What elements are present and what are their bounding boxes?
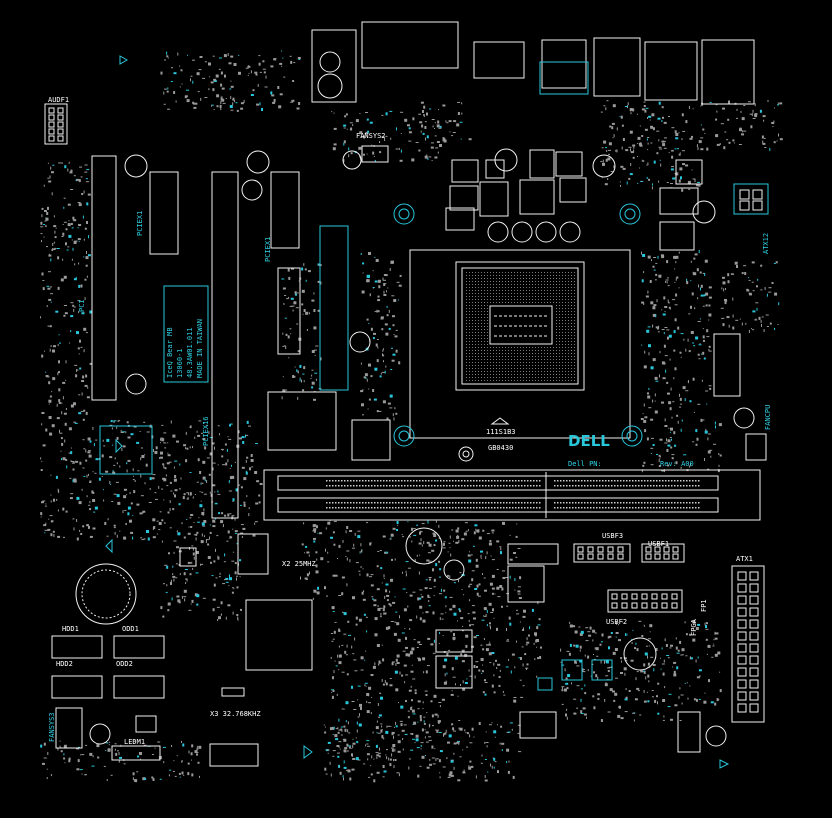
gb0430-label: GB0430 — [488, 444, 513, 452]
pcie-x16-label: PCIEX16 — [202, 416, 210, 446]
vrm-components — [393, 148, 716, 251]
usbf2-label: USBF2 — [606, 618, 627, 626]
odd2-label: ODD2 — [116, 660, 133, 668]
fp1-label: FP1 — [700, 599, 708, 612]
fansys3-label: FANSYS3 — [48, 712, 56, 742]
dell-pn-label: Dell PN: — [568, 460, 602, 468]
cpu-socket — [393, 249, 643, 447]
atx12-label: ATX12 — [762, 233, 770, 254]
lower-left-components: X2 25MHZ X3 32.768KHZ — [75, 533, 316, 718]
usbf1-label: USBF1 — [648, 540, 669, 548]
model-line-4: MADE IN TAIWAN — [196, 319, 204, 378]
dell-logo-text: DELL — [568, 432, 610, 450]
atx12-connector: ATX12 — [733, 183, 770, 254]
hdd1-label: HDD1 — [62, 625, 79, 633]
dimm-slots — [263, 469, 761, 521]
usb-headers: USBF3 USBF1 USBF2 FPGA FP1 — [573, 532, 708, 636]
pcie-x16-slot — [211, 171, 239, 519]
crystal-32khz-label: X3 32.768KHZ — [210, 710, 261, 718]
super-io-chip — [245, 599, 313, 671]
sata-connectors: HDD1 ODD1 HDD2 ODD2 — [51, 625, 165, 699]
atx1-label: ATX1 — [736, 555, 753, 563]
rev-label: Rev: A00 — [660, 460, 694, 468]
fancpu-label: FANCPU — [764, 405, 772, 430]
pcie-x1-label-a: PCIEX1 — [136, 211, 144, 236]
small-components-pattern — [40, 50, 783, 783]
bottom-left-headers: FANSYS3 LEDM1 — [48, 707, 259, 767]
fansys2-header: FANSYS2 — [342, 132, 389, 170]
model-info-block: IceQ Bear MB 13060-1 48.3AW01.011 MADE I… — [163, 285, 209, 383]
ic-code-label: 111S1B3 — [486, 428, 516, 436]
crystal-25mhz-label: X2 25MHZ — [282, 560, 316, 568]
audf1-label: AUDF1 — [48, 96, 69, 104]
atx1-connector: ATX1 — [731, 555, 765, 723]
fansys2-label: FANSYS2 — [356, 132, 386, 140]
pcie-x1-label-b: PCIEX1 — [264, 237, 272, 262]
hdd2-label: HDD2 — [56, 660, 73, 668]
model-line-1: IceQ Bear MB — [166, 327, 174, 378]
model-line-3: 48.3AW01.011 — [186, 327, 194, 378]
expansion-slots: PCIEX1 PCIEX1 PCI PCIEX16 — [78, 150, 349, 519]
ledm1-label: LEDM1 — [124, 738, 145, 746]
fpga-label: FPGA — [690, 618, 698, 636]
pci-slot — [91, 155, 117, 401]
rear-io-connectors — [311, 21, 755, 105]
socket-markings: 111S1B3 GB0430 — [458, 417, 516, 462]
chipset-area: FANCPU — [99, 331, 772, 475]
orientation-markers — [105, 55, 730, 769]
audf1-header: AUDF1 — [44, 96, 69, 145]
odd1-label: ODD1 — [122, 625, 139, 633]
usbf3-label: USBF3 — [602, 532, 623, 540]
dell-logo-icon: DELL Dell PN: Rev: A00 — [568, 432, 694, 468]
model-line-2: 13060-1 — [176, 348, 184, 378]
lower-middle-components — [405, 527, 727, 753]
pci-label: PCI — [78, 299, 86, 312]
